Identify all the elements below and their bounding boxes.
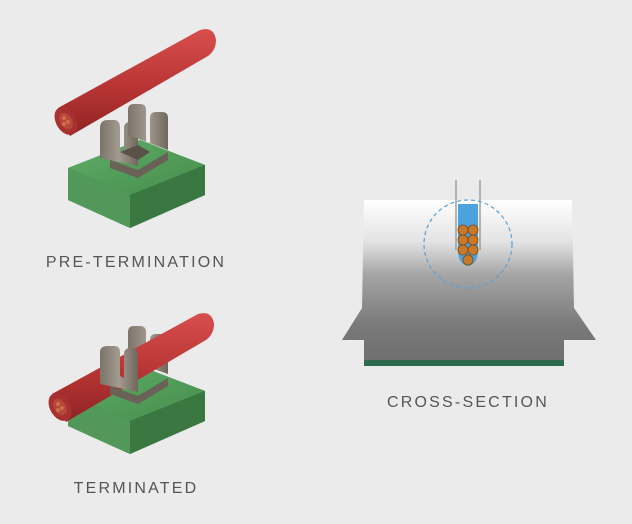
idc-terminal-open-icon [54, 29, 216, 228]
pre-termination-panel: PRE-TERMINATION [0, 0, 300, 290]
idc-terminal-closed-icon [48, 313, 214, 454]
terminal-contact-front [100, 346, 168, 404]
idc-cross-section-icon [342, 180, 596, 366]
detail-callout-circle [423, 199, 513, 289]
copper-strands [457, 224, 479, 266]
wire [54, 29, 216, 136]
base-block [68, 140, 205, 228]
terminated-label: TERMINATED [73, 480, 199, 497]
cross-section-label: CROSS-SECTION [387, 394, 549, 411]
cross-section-panel: CROSS-SECTION [320, 160, 632, 430]
pre-termination-label: PRE-TERMINATION [45, 254, 227, 271]
terminal-contact [100, 104, 168, 178]
terminated-panel: TERMINATED [0, 290, 300, 524]
terminal-body-section [342, 200, 596, 366]
slot-walls [455, 180, 481, 250]
